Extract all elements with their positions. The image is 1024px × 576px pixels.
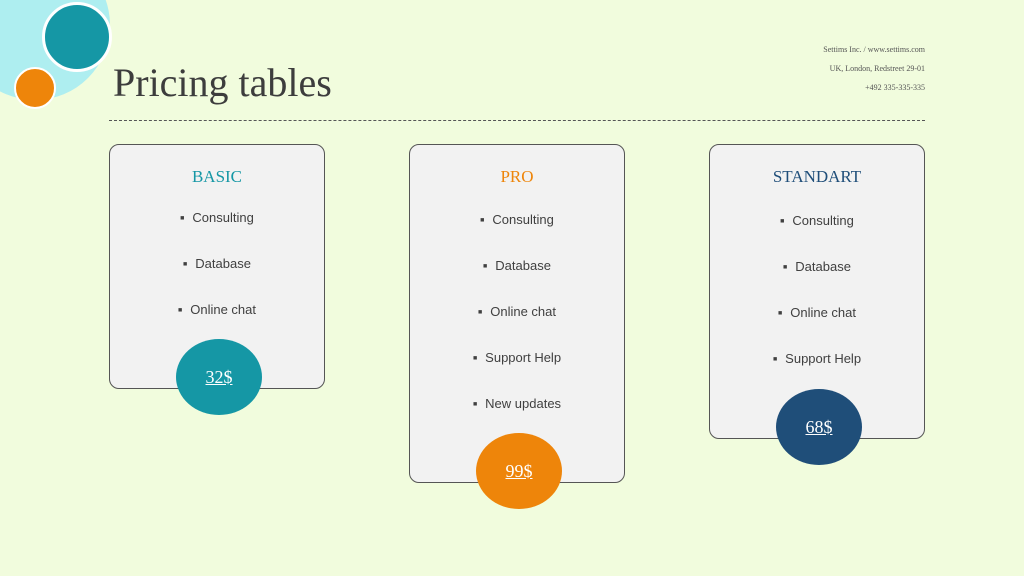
decorative-circle-teal	[42, 2, 112, 72]
decorative-circle-orange	[14, 67, 56, 109]
bullet-icon: ■	[183, 261, 188, 268]
list-item: ■Consulting	[480, 212, 554, 227]
feature-list: ■Consulting ■Database ■Online chat ■Supp…	[410, 211, 624, 441]
bullet-icon: ■	[772, 356, 778, 363]
bullet-icon: ■	[778, 310, 783, 317]
plan-name: BASIC	[191, 167, 243, 186]
list-item: ■Database	[783, 259, 851, 274]
contact-company: Settims Inc. / www.settims.com	[823, 45, 925, 54]
contact-info: Settims Inc. / www.settims.com UK, Londo…	[823, 44, 925, 101]
list-item: ■Online chat	[478, 304, 556, 319]
price-button-standart[interactable]: 68$	[776, 389, 862, 465]
list-item: ■Database	[483, 258, 551, 273]
bullet-icon: ■	[472, 401, 478, 408]
bullet-icon: ■	[480, 217, 485, 224]
list-item: ■Online chat	[178, 302, 256, 317]
bullet-icon: ■	[472, 355, 478, 362]
price-button-basic[interactable]: 32$	[176, 339, 262, 415]
list-item: ■New updates	[472, 396, 562, 411]
list-item: ■Online chat	[778, 305, 856, 320]
list-item: ■Support Help	[772, 351, 862, 366]
contact-address: UK, London, Redstreet 29-01	[829, 64, 925, 73]
list-item: ■Support Help	[472, 350, 562, 365]
pricing-card-pro: PRO ■Consulting ■Database ■Online chat ■…	[409, 144, 625, 483]
plan-name: STANDART	[772, 167, 862, 186]
contact-phone: +492 335-335-335	[865, 83, 925, 92]
bullet-icon: ■	[178, 307, 183, 314]
bullet-icon: ■	[180, 215, 185, 222]
feature-list: ■Consulting ■Database ■Online chat	[110, 209, 324, 347]
list-item: ■Consulting	[780, 213, 854, 228]
list-item: ■Database	[183, 256, 251, 271]
plan-name: PRO	[500, 167, 534, 186]
page-title: Pricing tables	[113, 60, 332, 105]
bullet-icon: ■	[780, 218, 785, 225]
price-button-pro[interactable]: 99$	[476, 433, 562, 509]
feature-list: ■Consulting ■Database ■Online chat ■Supp…	[710, 212, 924, 396]
list-item: ■Consulting	[180, 210, 254, 225]
bullet-icon: ■	[478, 309, 483, 316]
header-divider	[109, 120, 925, 121]
bullet-icon: ■	[783, 264, 788, 271]
bullet-icon: ■	[483, 263, 488, 270]
pricing-card-basic: BASIC ■Consulting ■Database ■Online chat	[109, 144, 325, 389]
